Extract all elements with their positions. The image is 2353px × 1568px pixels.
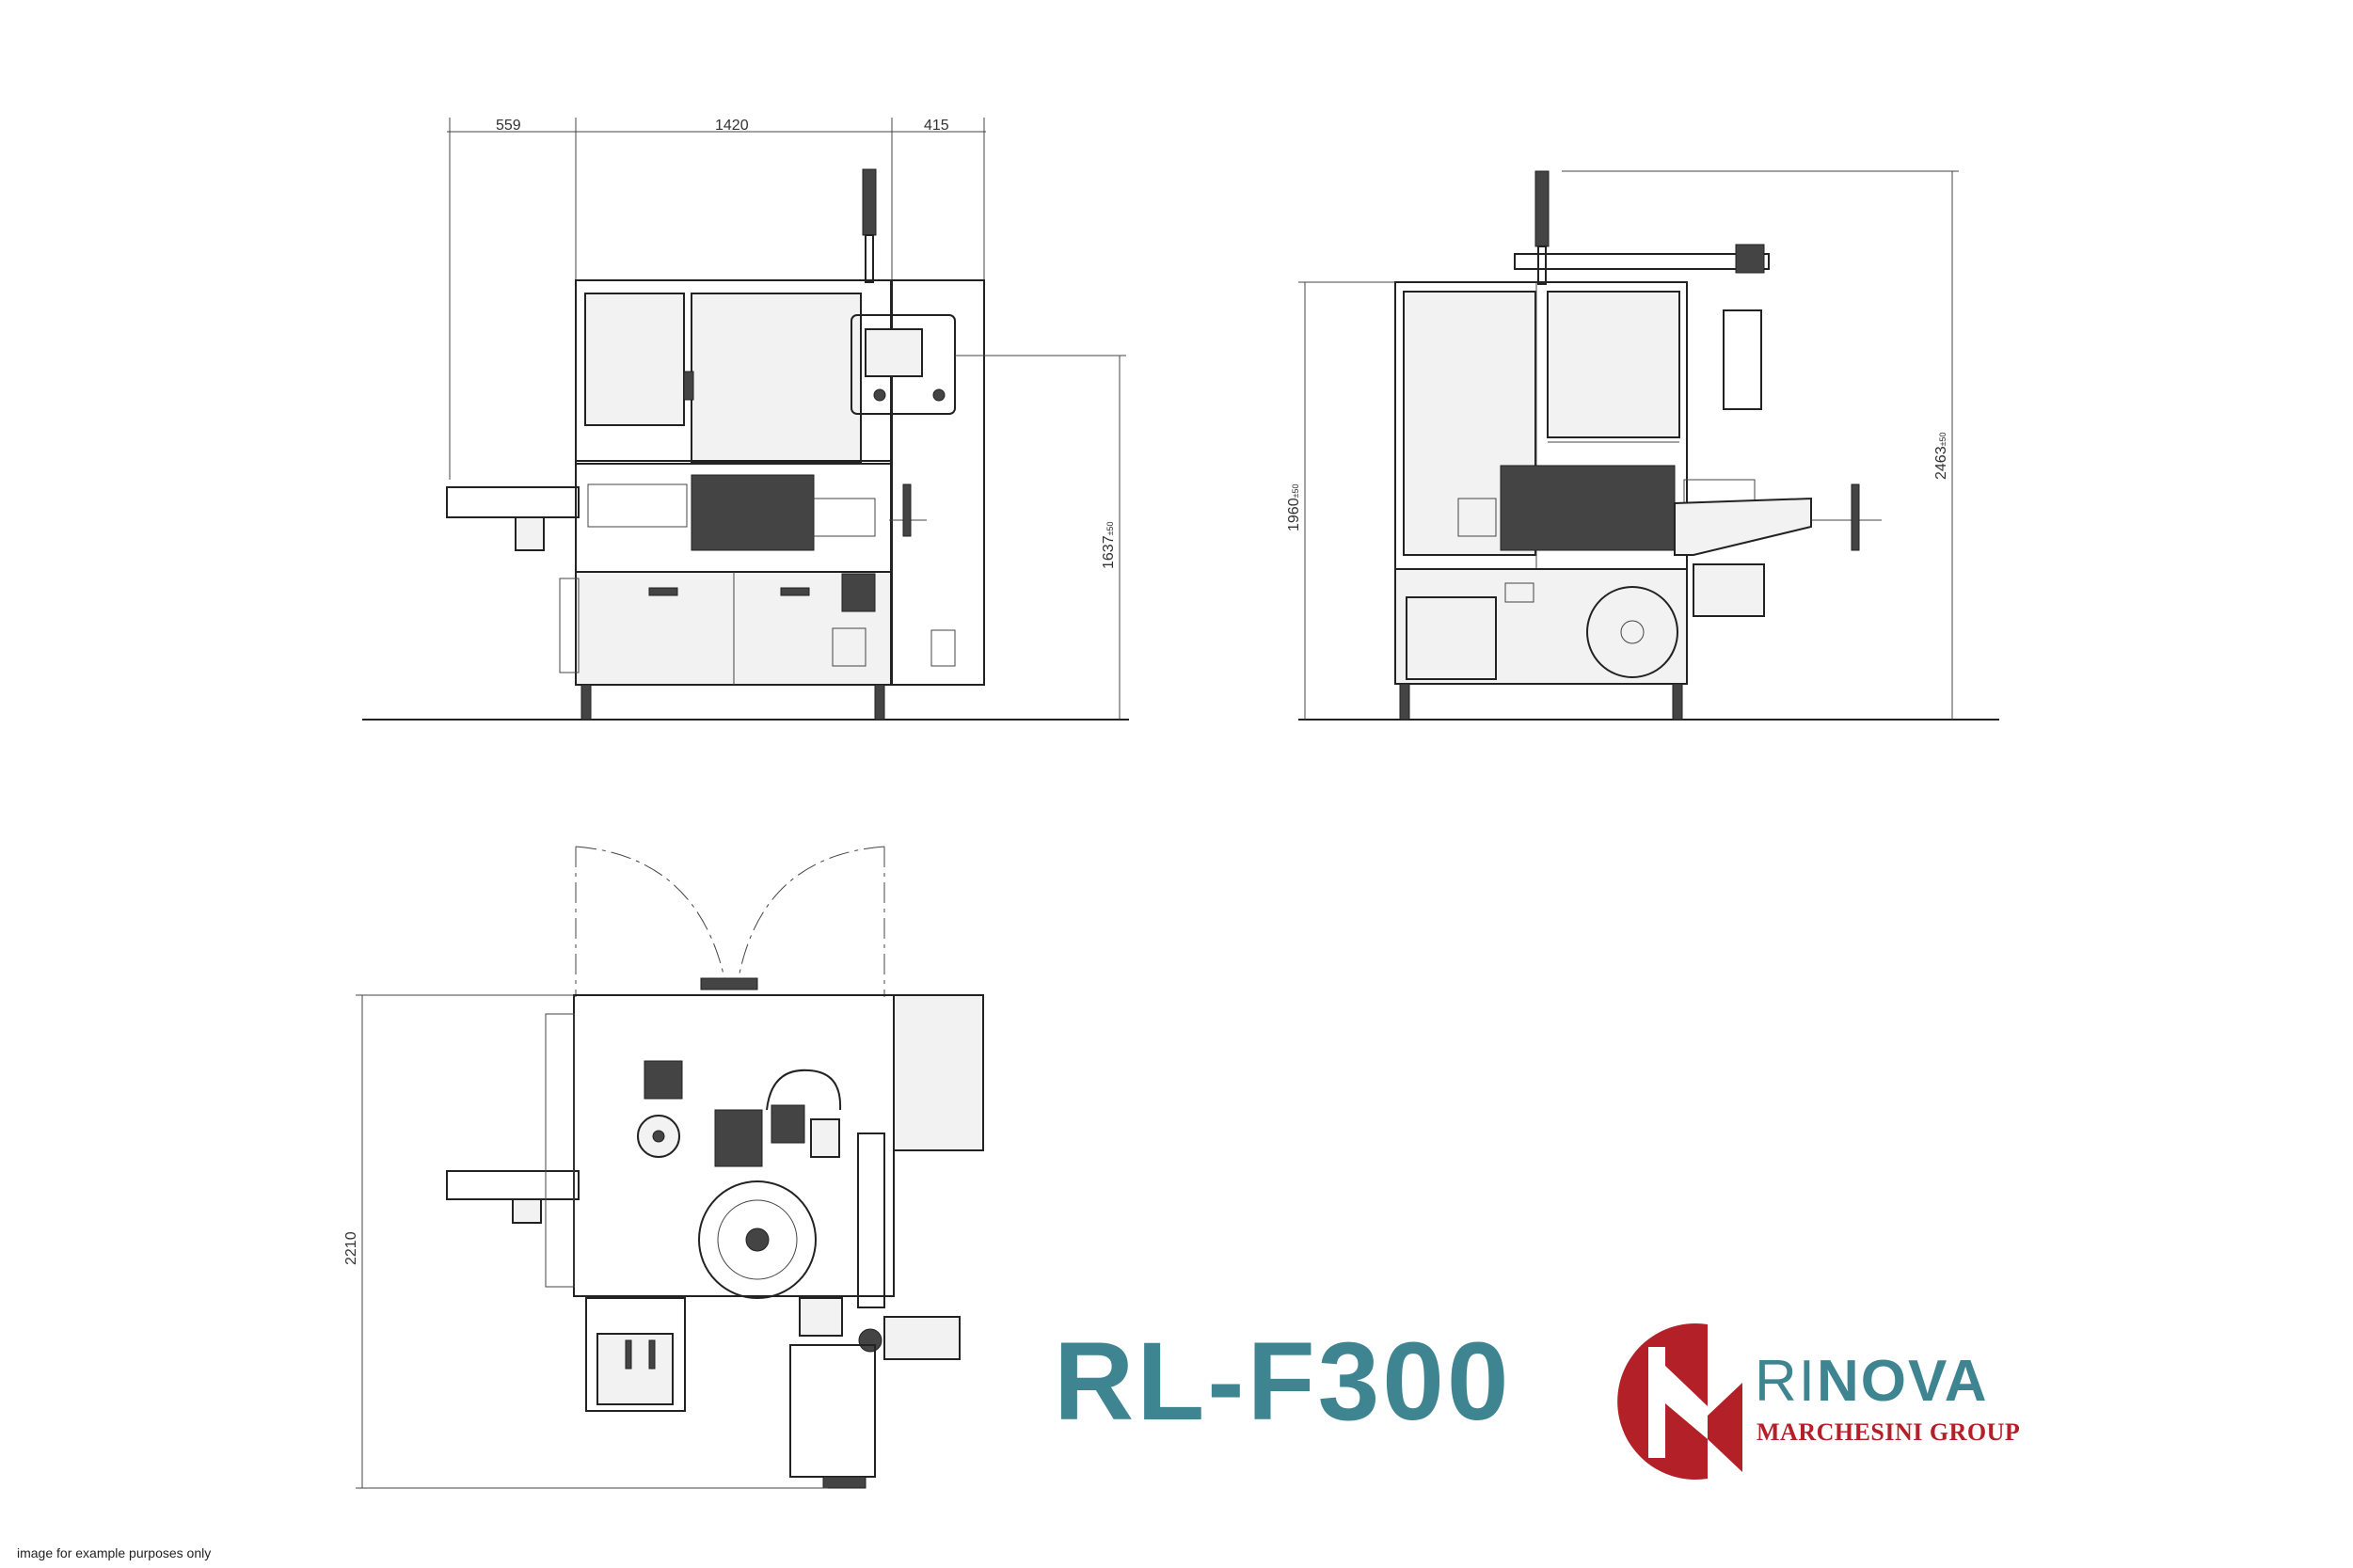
dim-height-front: 1637±50 bbox=[1101, 521, 1117, 569]
dim-width-right: 415 bbox=[924, 118, 949, 134]
dim-height-total: 2463±50 bbox=[1933, 432, 1949, 480]
disclaimer: image for example purposes only bbox=[17, 1545, 212, 1560]
front-view: 559 1420 415 bbox=[362, 118, 1129, 721]
side-view: 1960±50 2463±50 bbox=[1286, 170, 1999, 721]
brand-name: RINOVA bbox=[1755, 1353, 1989, 1411]
model-name: RL-F300 bbox=[1054, 1320, 1512, 1444]
dim-width-left: 559 bbox=[496, 118, 521, 134]
rinova-logo-icon bbox=[1617, 1323, 1742, 1480]
brand-part-1: RI bbox=[1755, 1349, 1817, 1414]
dim-depth: 2210 bbox=[343, 1231, 359, 1265]
top-view: 2210 bbox=[343, 846, 984, 1489]
brand-group: MARCHESINI GROUP bbox=[1757, 1418, 2021, 1446]
dim-height-side: 1960±50 bbox=[1286, 483, 1302, 531]
brand-part-2: NOVA bbox=[1817, 1349, 1989, 1414]
dim-width-center: 1420 bbox=[715, 118, 749, 134]
